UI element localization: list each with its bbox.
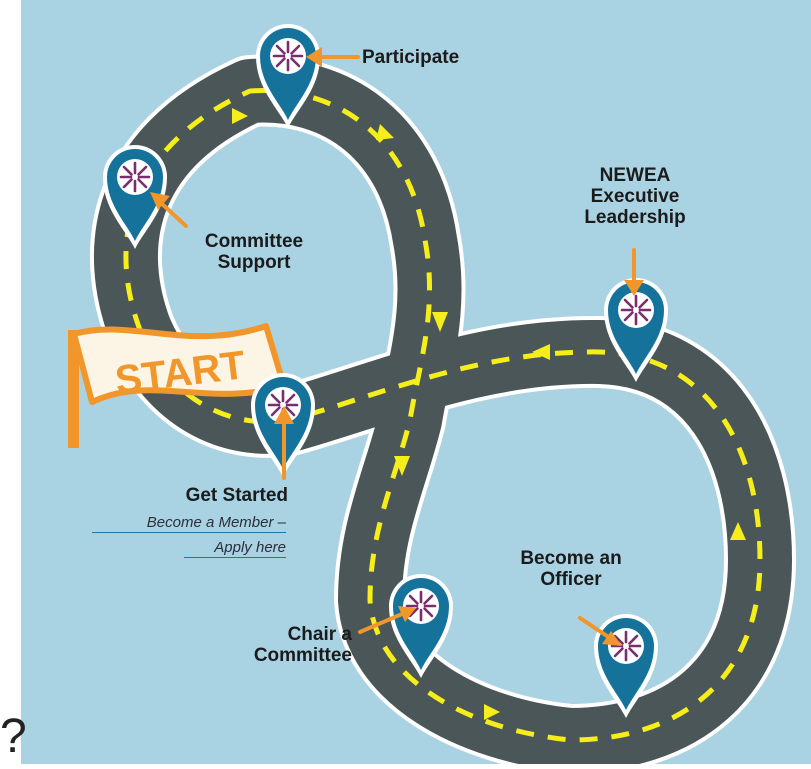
banner-pole <box>68 330 79 448</box>
become-member-link[interactable]: Become a Member – <box>92 514 286 533</box>
arrow-get-started <box>274 406 294 480</box>
direction-arrow <box>232 108 248 124</box>
label-committee-support: Committee Support <box>204 231 304 273</box>
arrow-chair-committee <box>358 606 416 634</box>
arrow-participate <box>306 47 360 67</box>
direction-arrow <box>730 522 746 540</box>
question-mark-glyph: ? <box>0 710 27 763</box>
pointer-arrows <box>150 47 644 646</box>
road-dashes <box>123 88 763 743</box>
label-executive: NEWEA Executive Leadership <box>584 165 686 228</box>
direction-arrow <box>432 312 448 332</box>
arrow-committee-support <box>150 192 188 228</box>
label-become-officer: Become an Officer <box>520 548 622 590</box>
apply-here-link[interactable]: Apply here <box>184 539 286 558</box>
arrow-executive <box>624 248 644 296</box>
arrow-become-officer <box>578 616 622 646</box>
direction-arrow <box>484 704 500 720</box>
label-participate: Participate <box>362 47 460 68</box>
direction-arrow <box>376 124 394 140</box>
start-banner: START <box>68 323 287 448</box>
label-chair-committee: Chair a Committee <box>253 624 352 666</box>
direction-arrow <box>394 456 410 476</box>
direction-arrow <box>532 344 550 360</box>
label-get-started: Get Started <box>185 485 288 506</box>
